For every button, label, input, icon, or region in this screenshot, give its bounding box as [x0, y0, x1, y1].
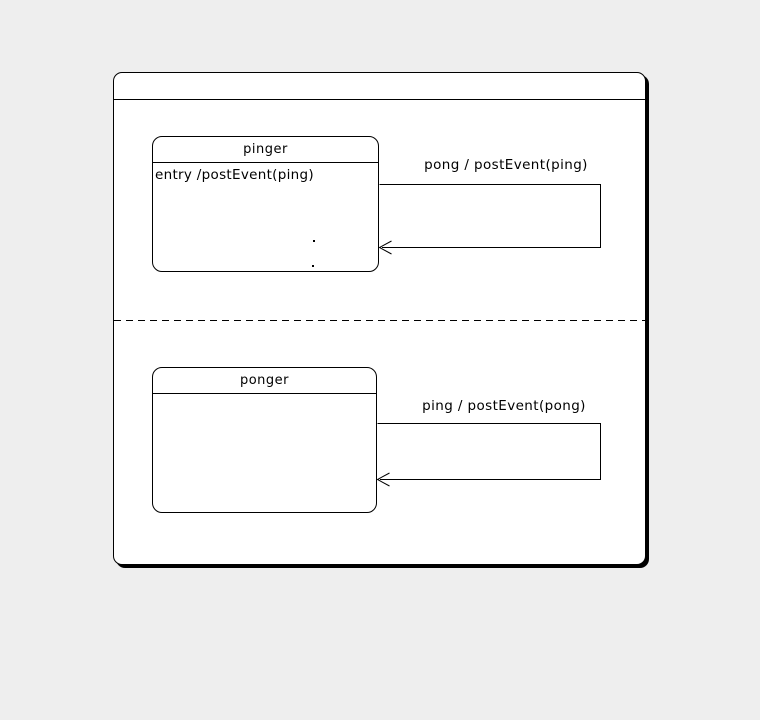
state-pinger: pinger entry /postEvent(ping) . . — [152, 136, 379, 272]
state-pinger-entry-action: entry /postEvent(ping) — [155, 167, 314, 183]
dot: . — [313, 240, 315, 242]
transition-label-pong: pong / postEvent(ping) — [424, 157, 588, 173]
transition-label-ping: ping / postEvent(pong) — [422, 398, 586, 414]
parallel-state-header — [114, 73, 645, 100]
state-ponger-body — [153, 394, 376, 512]
state-ponger-title: ponger — [153, 368, 376, 394]
state-pinger-body: entry /postEvent(ping) . . — [153, 163, 378, 271]
state-ponger: ponger — [152, 367, 377, 513]
region-separator-dashed-line — [114, 320, 645, 321]
state-pinger-title: pinger — [153, 137, 378, 163]
dot: . — [312, 265, 314, 267]
